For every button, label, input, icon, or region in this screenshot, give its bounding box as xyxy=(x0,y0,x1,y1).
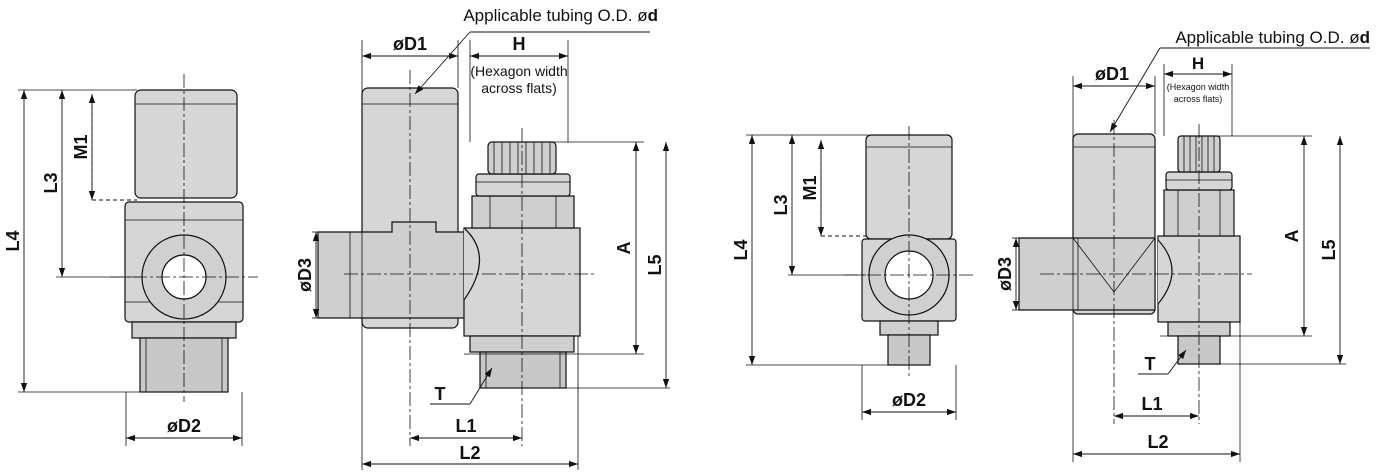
label-od2: øD2 xyxy=(892,390,926,410)
label-od1: øD1 xyxy=(1095,64,1129,84)
tubing-note: Applicable tubing O.D. ød xyxy=(1175,28,1370,47)
leader-t xyxy=(469,367,493,405)
left-side-view: L4 L3 M1 øD2 xyxy=(3,74,258,446)
label-l2: L2 xyxy=(1147,432,1168,452)
hidden-bore xyxy=(820,140,868,237)
label-l4: L4 xyxy=(731,239,751,260)
label-od1: øD1 xyxy=(393,34,427,54)
hidden-bore xyxy=(91,94,137,201)
leader-t xyxy=(1167,349,1187,375)
thread-section xyxy=(479,351,567,389)
right-front-view: Applicable tubing O.D. ød øD1 H (Hexagon… xyxy=(995,28,1370,462)
tubing-note: Applicable tubing O.D. ød xyxy=(463,6,658,25)
label-h: H xyxy=(1192,54,1204,73)
hex-note-line-2: across flats) xyxy=(481,80,556,96)
port-body xyxy=(317,221,489,319)
tube-outline xyxy=(134,89,238,199)
hex-note-line-1: (Hexagon width xyxy=(470,63,567,79)
label-l2: L2 xyxy=(459,443,480,463)
label-l5: L5 xyxy=(645,254,665,275)
label-a: A xyxy=(614,242,634,255)
left-front-view: Applicable tubing O.D. ød øD1 H (Hexagon… xyxy=(295,6,670,470)
hex-nut xyxy=(471,195,575,229)
label-l3: L3 xyxy=(771,194,791,215)
lock-nut xyxy=(475,173,571,197)
label-m1: M1 xyxy=(71,134,91,159)
label-l5: L5 xyxy=(1319,239,1339,260)
hex-note-line-1: (Hexagon width xyxy=(1167,82,1230,92)
right-side-view: L4 L3 M1 øD2 xyxy=(731,126,976,420)
label-a: A xyxy=(1282,230,1302,243)
label-od3: øD3 xyxy=(995,257,1015,291)
label-t: T xyxy=(1145,354,1156,374)
label-l1: L1 xyxy=(1141,394,1162,414)
label-h: H xyxy=(513,34,526,54)
hex-note-line-2: across flats) xyxy=(1174,94,1223,104)
label-m1: M1 xyxy=(800,175,820,200)
label-l4: L4 xyxy=(3,230,23,251)
leader-tubing xyxy=(1109,47,1161,133)
leader-tubing xyxy=(414,31,471,95)
label-l1: L1 xyxy=(455,416,476,436)
label-od3: øD3 xyxy=(295,258,315,292)
label-od2: øD2 xyxy=(167,416,201,436)
label-t: T xyxy=(435,384,446,404)
label-l3: L3 xyxy=(41,172,61,193)
